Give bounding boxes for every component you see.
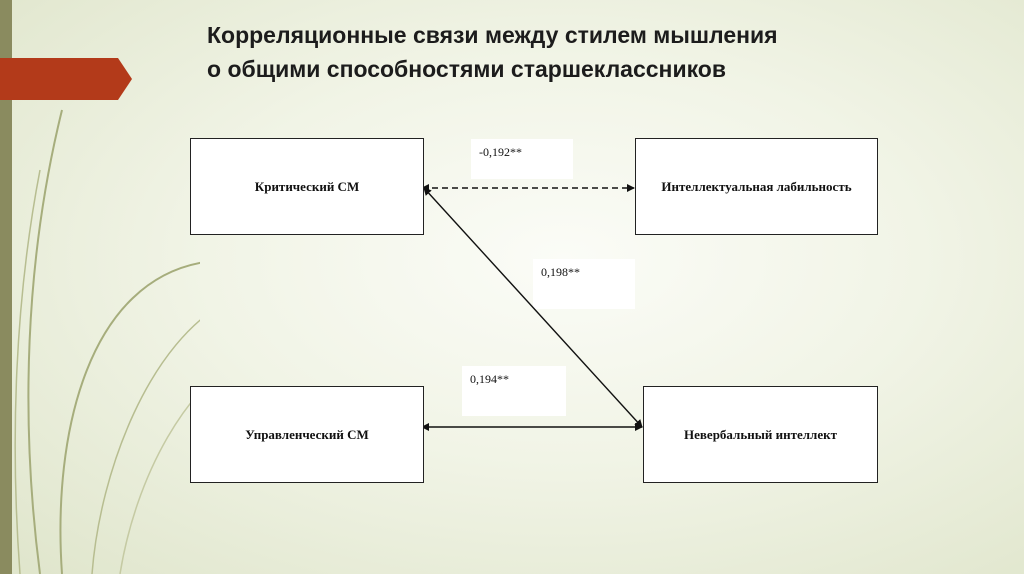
node-nonverbal: Невербальный интеллект bbox=[643, 386, 878, 483]
node-intellectual-lability: Интеллектуальная лабильность bbox=[635, 138, 878, 235]
title-line-1: Корреляционные связи между стилем мышлен… bbox=[207, 22, 778, 48]
edge-critical-nonverbal bbox=[423, 187, 643, 428]
node-managerial: Управленческий СМ bbox=[190, 386, 424, 483]
edge-label-critical-lability: -0,192** bbox=[471, 139, 573, 179]
accent-arrow-shape bbox=[0, 58, 132, 100]
node-critical: Критический СМ bbox=[190, 138, 424, 235]
slide-title: Корреляционные связи между стилем мышлен… bbox=[207, 18, 778, 86]
left-accent-bar bbox=[0, 0, 12, 574]
title-line-2: о общими способностями старшеклассников bbox=[207, 56, 726, 82]
decorative-curves bbox=[0, 58, 200, 574]
